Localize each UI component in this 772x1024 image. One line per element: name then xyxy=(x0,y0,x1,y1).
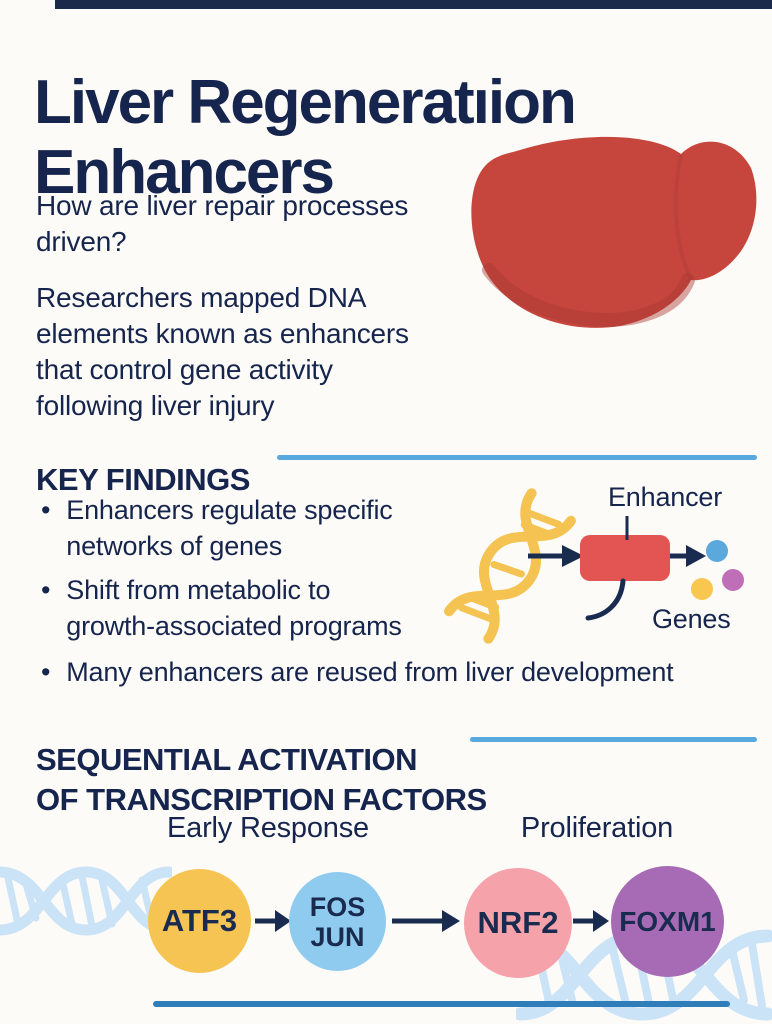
flow-arrow-icon xyxy=(392,910,460,932)
intro-paragraph: Researchers mapped DNA elements known as… xyxy=(36,282,409,421)
dna-decoration-left-icon xyxy=(0,866,172,936)
list-item: • Many enhancers are reused from liver d… xyxy=(36,654,748,690)
node-circle-atf3: ATF3 xyxy=(148,869,251,973)
arrow-right-icon xyxy=(670,545,706,567)
node-label: NRF2 xyxy=(477,905,559,940)
arrow-right-icon xyxy=(528,545,584,567)
gene-dot-purple xyxy=(722,569,744,591)
flow-arrow-icon xyxy=(255,910,291,932)
bullet-text: Shift from metabolic to growth-associate… xyxy=(66,575,402,641)
list-item: • Shift from metabolic to growth-associa… xyxy=(36,572,748,644)
liver-cleft xyxy=(673,153,693,281)
stage-label-proliferation: Proliferation xyxy=(520,812,674,844)
bullet-text: Many enhancers are reused from liver dev… xyxy=(66,657,674,687)
bullet-dot: • xyxy=(41,495,51,525)
liver-illustration-icon xyxy=(471,136,757,328)
genes-label: Genes xyxy=(652,604,731,634)
node-label: FOS JUN xyxy=(309,891,366,952)
flow-arrow-icon xyxy=(573,910,609,932)
bullet-dot: • xyxy=(41,657,51,687)
sequential-activation-heading: SEQUENTIAL ACTIVATION OF TRANSCRIPTION F… xyxy=(36,741,487,817)
top-accent-bar xyxy=(55,0,772,9)
node-circle-fos-jun: FOS JUN xyxy=(289,872,386,971)
enhancer-loop-line xyxy=(585,578,626,621)
bullet-text: Enhancers regulate specific networks of … xyxy=(66,495,393,561)
dna-helix-icon xyxy=(444,488,576,644)
liver-body xyxy=(471,136,757,328)
intro-question: How are liver repair processes driven? xyxy=(36,190,409,257)
enhancer-diagram-shapes xyxy=(444,488,744,644)
stage-label-early-response: Early Response xyxy=(167,812,369,844)
node-circle-nrf2: NRF2 xyxy=(464,868,572,978)
bullet-dot: • xyxy=(41,575,51,605)
enhancer-box xyxy=(580,535,670,581)
page-title: Liver Regeneratıion Enhancers xyxy=(34,67,577,207)
enhancer-label: Enhancer xyxy=(608,482,722,512)
key-findings-list: • Enhancers regulate specific networks o… xyxy=(36,492,748,690)
key-findings-heading: KEY FINDINGS xyxy=(36,461,250,497)
gene-dot-blue xyxy=(706,540,728,562)
list-item: • Enhancers regulate specific networks o… xyxy=(36,492,748,564)
gene-dot-yellow xyxy=(691,578,713,600)
sequential-divider-line xyxy=(470,737,757,742)
enhancer-mechanism-diagram: Enhancer Genes xyxy=(440,468,772,665)
node-label: FOXM1 xyxy=(619,905,716,937)
liver-shade xyxy=(482,263,695,327)
node-label: ATF3 xyxy=(161,903,238,938)
key-findings-divider-line xyxy=(277,455,757,460)
node-circle-foxm1: FOXM1 xyxy=(611,866,724,977)
bottom-accent-line xyxy=(153,1001,730,1007)
